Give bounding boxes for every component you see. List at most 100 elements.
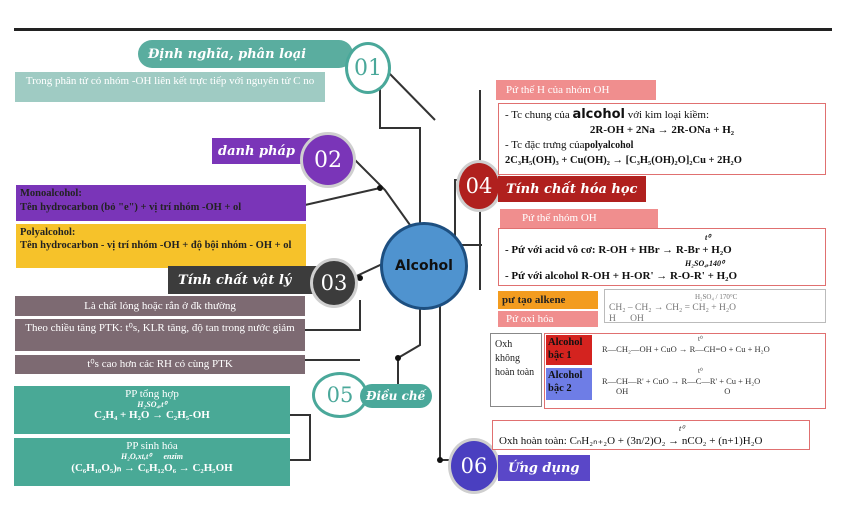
polyalcohol-title: Polyalcohol: (20, 227, 76, 238)
section-05-title[interactable]: Điều chế (360, 384, 432, 408)
oh-substitution-header-text: Pứ thế nhóm OH (522, 212, 597, 224)
top-rule (14, 28, 832, 31)
alkene-equation: CH₂ – CH₂ → CH₂ = CH₂ + H₂O (609, 303, 737, 313)
h-substitution-header: Pứ thế H của nhóm OH (496, 80, 656, 100)
section-06-num: 06 (460, 454, 488, 478)
a1-end: với kim loại kiềm: (627, 109, 709, 121)
physical-item-2-text: Theo chiều tăng PTK: t⁰s, KLR tăng, độ t… (25, 322, 295, 334)
full-oxidation-box: t⁰ Oxh hoàn toàn: CₙH₂ₙ₊₂O + (3n/2)O₂ → … (492, 420, 810, 450)
b2-condition: H₂SO₄,140⁰ (685, 259, 725, 268)
h-substitution-box: - Tc chung của alcohol với kim loại kiềm… (498, 103, 826, 175)
section-01-title[interactable]: Định nghĩa, phân loại (138, 40, 353, 68)
section-03-title-text: Tính chất vật lý (178, 272, 292, 288)
b1-condition: t⁰ (705, 233, 711, 242)
degree-1-label: Alcohol bậc 1 (546, 335, 592, 365)
section-01-title-text: Định nghĩa, phân loại (148, 46, 307, 62)
h-substitution-header-text: Pứ thế H của nhóm OH (506, 84, 610, 96)
line-06 (439, 290, 470, 461)
line-01 (379, 72, 421, 240)
physical-item-1: Là chất lỏng hoặc rắn ở đk thường (15, 296, 305, 316)
b2-equation: - Pứ với alcohol R-OH + H-OR' → R-O-R' +… (505, 270, 738, 282)
physical-item-2: Theo chiều tăng PTK: t⁰s, KLR tăng, độ t… (15, 319, 305, 351)
partial-oxidation-label: Oxh không hoàn toàn (490, 333, 542, 407)
center-node[interactable]: Alcohol (380, 222, 468, 310)
eq2-o: O (724, 386, 731, 396)
line-02b (304, 187, 381, 206)
monoalcohol-title: Monoalcohol: (20, 188, 82, 199)
biochem-box: PP sinh hóa H₂O,xt,t⁰ enzim (C₆H₁₀O₅)ₙ →… (14, 438, 290, 486)
a3-bold: polyalcohol (584, 140, 634, 151)
section-03-num: 03 (320, 271, 348, 295)
definition-text: Trong phân tử có nhóm -OH liên kết trực … (25, 75, 315, 87)
line-05-items (290, 414, 311, 461)
section-02-badge[interactable]: 02 (300, 132, 356, 188)
b1-equation: - Pứ với acid vô cơ: R-OH + HBr → R-Br +… (505, 244, 732, 256)
oxidation-eq-2: t⁰ R—CH—R' + CuO → R—C—R' + Cu + H₂O OH O (602, 366, 824, 406)
eq2-text: R—CH—R' + CuO → R—C—R' + Cu + H₂O (602, 376, 761, 386)
section-03-badge[interactable]: 03 (310, 258, 358, 308)
synthesis-equation: C₂H₄ + H₂O → C₂H₅-OH (94, 409, 210, 421)
full-oxidation-text: Oxh hoàn toàn: CₙH₂ₙ₊₂O + (3n/2)O₂ → nCO… (499, 435, 763, 447)
partial-oxidation-text: Oxh không hoàn toàn (495, 339, 535, 378)
biochem-condition-2: enzim (163, 452, 183, 461)
degree-1-text: Alcohol bậc 1 (548, 337, 583, 361)
degree-2-label: Alcohol bậc 2 (546, 368, 592, 400)
oxidation-eq-1: t⁰ R—CH₂—OH + CuO → R—CH=O + Cu + H₂O (602, 334, 824, 364)
a2-equation: 2R-OH + 2Na → 2R-ONa + H₂ (589, 124, 735, 136)
center-label: Alcohol (395, 258, 453, 274)
junction-dot (377, 185, 383, 191)
line-03-items (300, 300, 361, 331)
alkene-header-text: pư tạo alkene (502, 294, 566, 306)
alkene-condition: H₂SO₄ / 170°C (695, 293, 738, 301)
monoalcohol-text: Tên hydrocarbon (bỏ "e") + vị trí nhóm -… (20, 202, 242, 213)
alkene-header: pư tạo alkene (498, 291, 598, 309)
biochem-equation: (C₆H₁₀O₅)ₙ → C₆H₁₂O₆ → C₂H₅OH (71, 462, 233, 474)
section-06-title[interactable]: Ứng dụng (498, 455, 590, 481)
junction-dot (437, 457, 443, 463)
section-03-title[interactable]: Tính chất vật lý (168, 266, 318, 294)
monoalcohol-box: Monoalcohol: Tên hydrocarbon (bỏ "e") + … (16, 185, 306, 221)
section-02-num: 02 (314, 147, 342, 173)
full-oxidation-condition: t⁰ (679, 424, 685, 433)
eq1-condition: t⁰ (698, 335, 703, 343)
physical-item-3-text: t⁰s cao hơn các RH có cùng PTK (87, 358, 233, 370)
alkene-oh: OH (630, 314, 644, 324)
a1-text: - Tc chung của (505, 109, 570, 121)
polyalcohol-box: Polyalcohol: Tên hydrocarbon - vị trí nh… (16, 224, 306, 268)
a4-equation: 2C₃H₅(OH)₃ + Cu(OH)₂ → [C₃H₅(OH)₂O]₂Cu +… (505, 155, 742, 166)
eq1-text: R—CH₂—OH + CuO → R—CH=O + Cu + H₂O (602, 344, 770, 354)
line-05 (355, 300, 421, 396)
junction-dot (357, 275, 363, 281)
biochem-title: PP sinh hóa (126, 440, 178, 452)
oxidation-header: Pứ oxi hóa (498, 311, 598, 327)
a1-bold: alcohol (572, 107, 625, 122)
eq2-condition: t⁰ (698, 367, 703, 375)
synthesis-title: PP tổng hợp (125, 388, 179, 400)
section-04-title-text: Tính chất hóa học (506, 181, 638, 197)
junction-dot (395, 355, 401, 361)
oh-substitution-header: Pứ thế nhóm OH (500, 209, 658, 228)
biochem-condition-1: H₂O,xt,t⁰ (120, 452, 152, 461)
section-04-badge[interactable]: 04 (456, 160, 502, 212)
line-01b (387, 71, 436, 121)
alkene-h: H (609, 314, 616, 324)
degree-2-text: Alcohol bậc 2 (548, 370, 583, 394)
section-04-num: 04 (465, 174, 493, 198)
section-04-title[interactable]: Tính chất hóa học (498, 176, 646, 202)
polyalcohol-text: Tên hydrocarbon - vị trí nhóm -OH + độ b… (20, 240, 292, 251)
section-01-num: 01 (354, 55, 382, 81)
eq2-oh: OH (616, 386, 629, 396)
section-05-title-text: Điều chế (366, 389, 426, 403)
section-01-badge[interactable]: 01 (345, 42, 391, 94)
section-06-title-text: Ứng dụng (508, 460, 580, 476)
definition-box: Trong phân tử có nhóm -OH liên kết trực … (15, 72, 325, 102)
section-02-title-text: danh pháp (218, 143, 295, 159)
alkene-box: H₂SO₄ / 170°C CH₂ – CH₂ → CH₂ = CH₂ + H₂… (604, 289, 826, 324)
line-02 (354, 159, 411, 226)
section-05-num: 05 (326, 383, 354, 407)
physical-item-1-text: Là chất lỏng hoặc rắn ở đk thường (84, 300, 236, 312)
synthesis-condition: H₂SO₄,t⁰ (137, 400, 167, 409)
a3-text: - Tc đặc trưng của (505, 139, 585, 151)
oh-substitution-box: t⁰ - Pứ với acid vô cơ: R-OH + HBr → R-B… (498, 228, 826, 286)
physical-item-3: t⁰s cao hơn các RH có cùng PTK (15, 355, 305, 374)
